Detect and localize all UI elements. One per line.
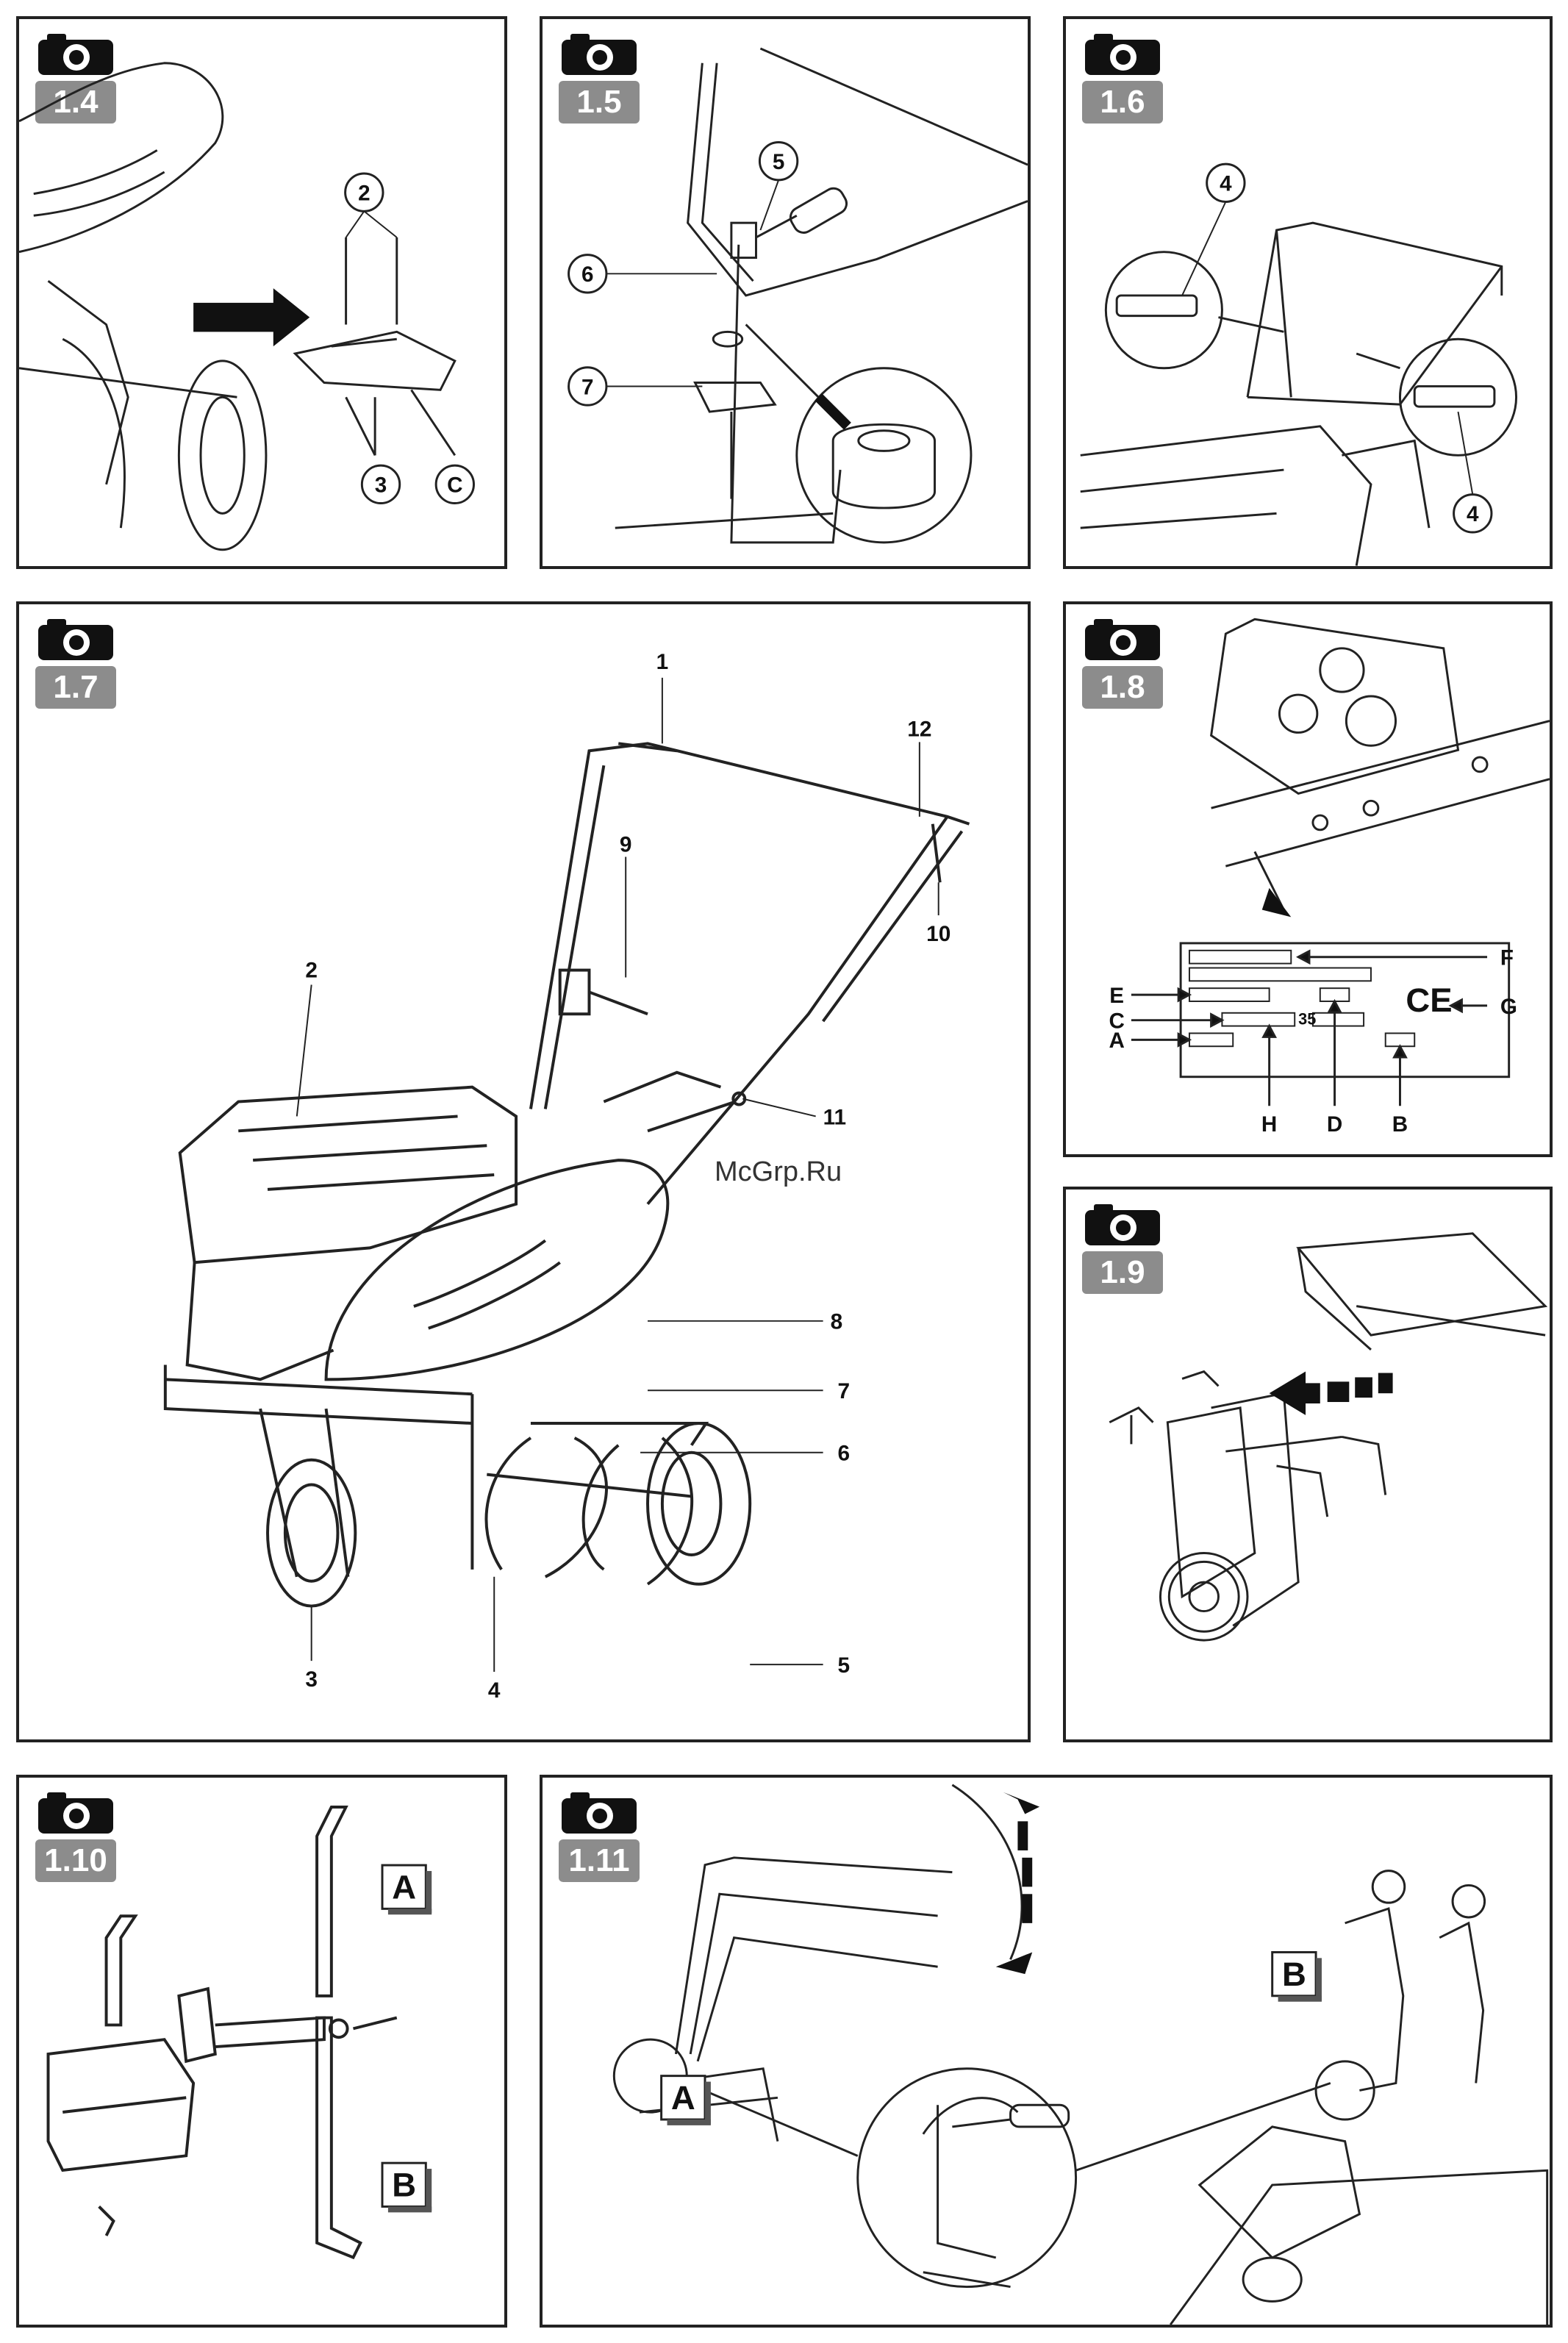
figure-1-10-panel: 1.10 A B bbox=[16, 1775, 507, 2328]
ce-mark: CE bbox=[1406, 981, 1452, 1019]
figure-1-10-illustration: A B bbox=[19, 1778, 504, 2325]
figure-1-11-panel: 1.11 bbox=[540, 1775, 1553, 2328]
callout-9: 9 bbox=[620, 833, 632, 857]
figure-1-6-illustration: 4 4 bbox=[1066, 19, 1550, 566]
figure-1-9-panel: 1.9 bbox=[1063, 1187, 1553, 1742]
figure-1-4-panel: 1.4 2 3 C bbox=[16, 16, 507, 569]
callout-6: 6 bbox=[838, 1442, 851, 1466]
callout-4: 4 bbox=[488, 1678, 501, 1703]
callout-8: 8 bbox=[831, 1310, 843, 1334]
callout-4-right: 4 bbox=[1467, 502, 1479, 526]
callout-5: 5 bbox=[838, 1653, 851, 1678]
callout-1: 1 bbox=[656, 650, 669, 674]
plate-value: 35 bbox=[1298, 1010, 1316, 1029]
watermark: McGrp.Ru bbox=[715, 1156, 842, 1188]
figure-1-8-panel: 1.8 35 CE bbox=[1063, 601, 1553, 1157]
callout-11: 11 bbox=[823, 1105, 847, 1129]
callout-12: 12 bbox=[907, 717, 931, 741]
callout-h: H bbox=[1261, 1112, 1277, 1137]
figure-1-5-illustration: 5 6 7 bbox=[543, 19, 1028, 566]
figure-1-6-panel: 1.6 4 4 bbox=[1063, 16, 1553, 569]
figure-1-9-illustration bbox=[1066, 1190, 1550, 1739]
figure-1-4-illustration: 2 3 C bbox=[19, 19, 504, 566]
callout-g: G bbox=[1500, 995, 1517, 1019]
callout-b: B bbox=[392, 2167, 416, 2204]
callout-a: A bbox=[671, 2079, 695, 2117]
callout-5: 5 bbox=[773, 150, 784, 174]
callout-2: 2 bbox=[358, 182, 370, 206]
callout-3: 3 bbox=[375, 473, 387, 498]
figure-1-11-illustration: A B bbox=[543, 1778, 1550, 2325]
callout-c: C bbox=[447, 473, 462, 498]
callout-10: 10 bbox=[926, 922, 951, 946]
callout-7: 7 bbox=[581, 375, 593, 399]
callout-3: 3 bbox=[305, 1667, 318, 1692]
callout-a: A bbox=[392, 1869, 416, 1906]
callout-7: 7 bbox=[838, 1379, 851, 1403]
callout-e: E bbox=[1109, 984, 1124, 1008]
figure-1-7-illustration: 1 2 3 4 5 6 7 8 9 10 11 12 bbox=[19, 604, 1028, 1739]
figure-1-7-panel: 1.7 bbox=[16, 601, 1031, 1742]
callout-4-left: 4 bbox=[1220, 172, 1232, 196]
callout-b: B bbox=[1282, 1956, 1306, 1993]
callout-f: F bbox=[1500, 946, 1514, 970]
callout-2: 2 bbox=[305, 959, 318, 983]
callout-6: 6 bbox=[581, 262, 593, 287]
figure-1-8-illustration: 35 CE E C A F G H D B bbox=[1066, 604, 1550, 1154]
callout-a: A bbox=[1109, 1029, 1124, 1053]
figure-1-5-panel: 1.5 5 6 7 bbox=[540, 16, 1031, 569]
callout-b: B bbox=[1392, 1112, 1408, 1137]
callout-d: D bbox=[1327, 1112, 1342, 1137]
